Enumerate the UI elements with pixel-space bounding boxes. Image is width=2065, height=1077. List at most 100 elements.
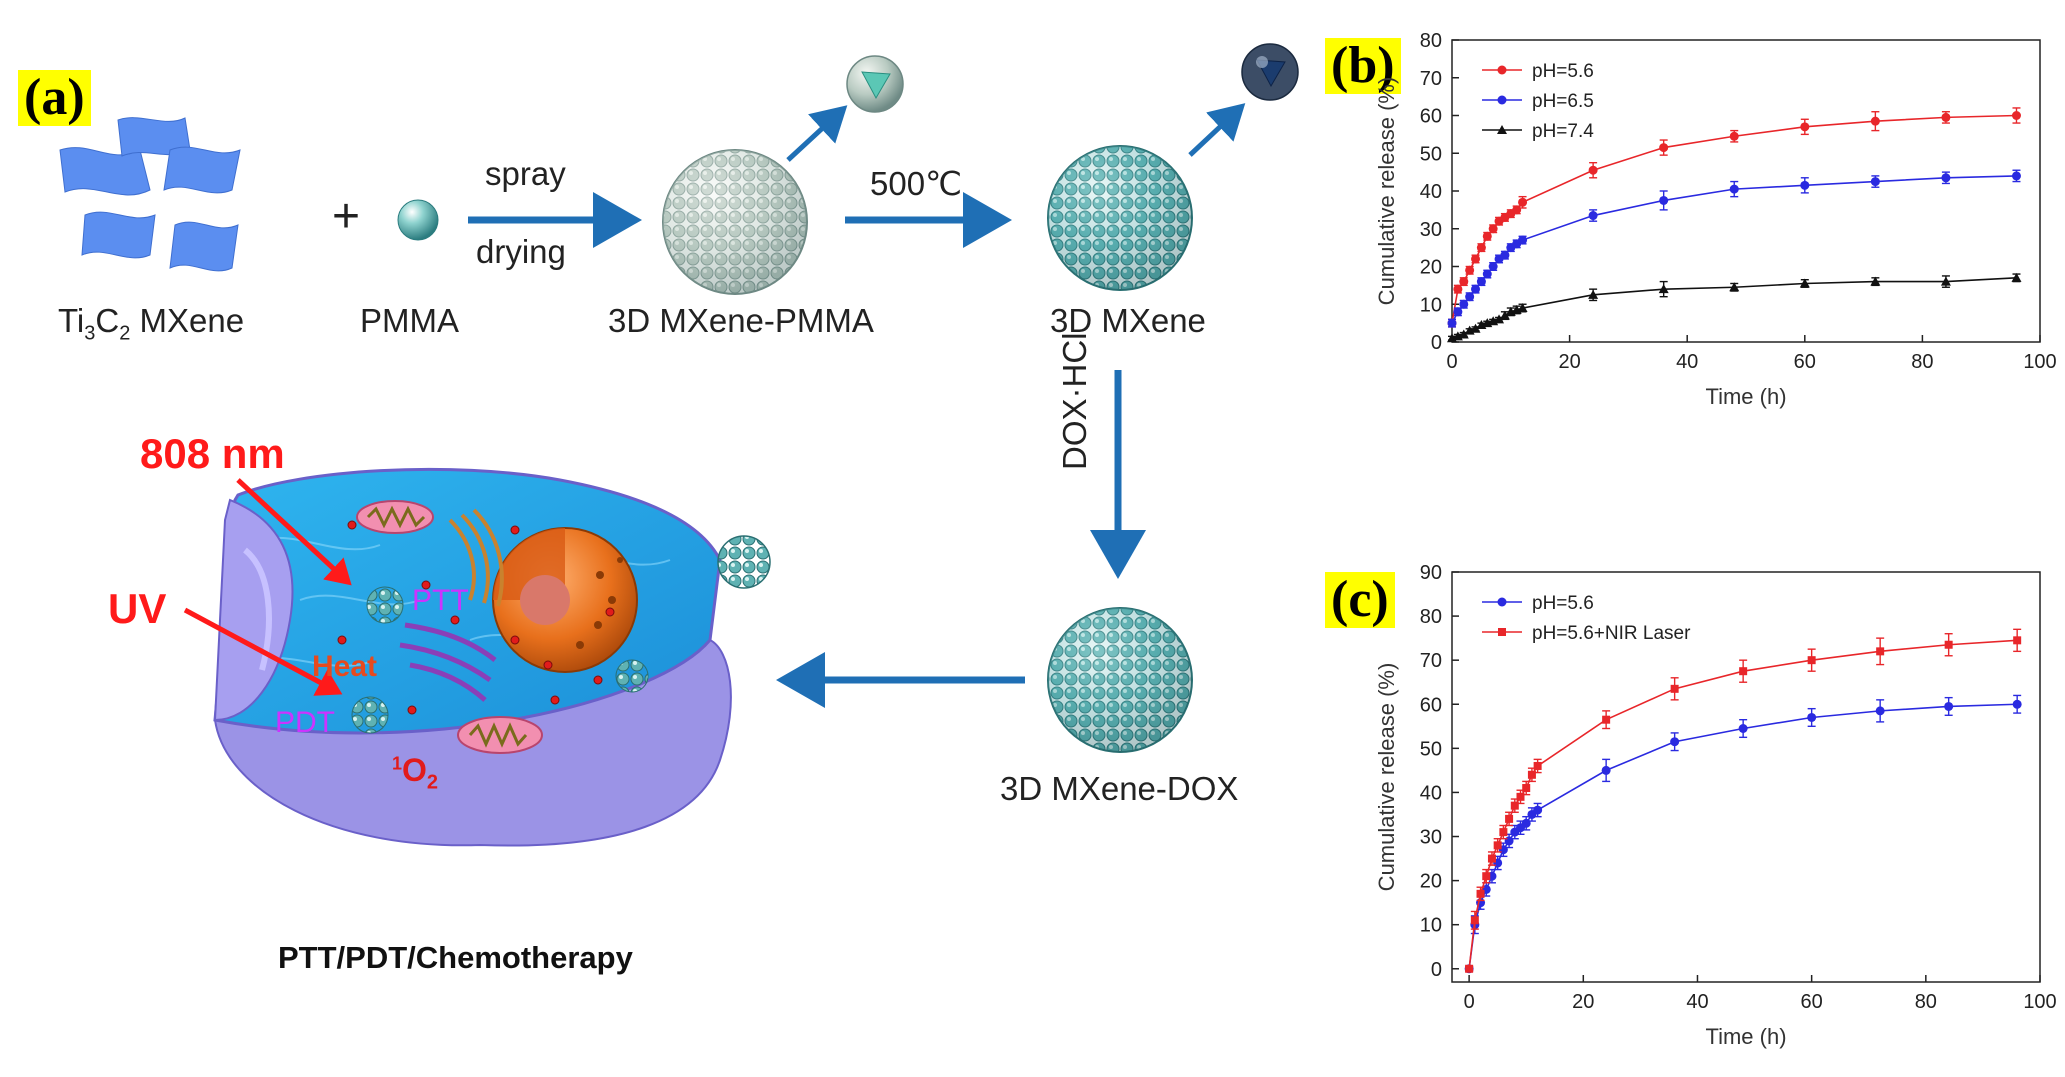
y-tick-label: 70	[1420, 650, 1442, 672]
data-point	[1799, 278, 1810, 288]
x-tick-label: 80	[1911, 351, 1933, 373]
mxene-sphere-icon	[1047, 145, 1193, 291]
data-point	[1670, 684, 1679, 693]
data-point	[1941, 173, 1951, 183]
data-point	[1739, 667, 1748, 676]
cancer-cell-illustration	[213, 467, 732, 847]
y-axis-title: Cumulative release (%)	[1374, 77, 1399, 306]
label-uv: UV	[108, 585, 167, 632]
plus-sign: +	[332, 190, 360, 243]
label-dox-hcl: DOX·HCl	[1056, 332, 1093, 471]
data-point	[1517, 303, 1528, 313]
data-point	[1738, 724, 1748, 734]
data-point	[1875, 706, 1885, 716]
data-point	[1459, 277, 1469, 287]
data-point	[1729, 282, 1740, 292]
data-point	[1453, 307, 1463, 317]
data-point	[1601, 765, 1611, 775]
data-point	[1500, 250, 1510, 260]
data-point	[2011, 111, 2021, 120]
data-point	[1527, 770, 1536, 779]
y-tick-label: 20	[1420, 257, 1442, 279]
uv-arrow	[183, 607, 343, 696]
series-line	[1468, 639, 2018, 969]
x-tick-label: 0	[1464, 991, 1475, 1013]
data-point	[1522, 784, 1531, 793]
series-line	[1451, 175, 2017, 324]
y-tick-label: 20	[1420, 871, 1442, 893]
data-point	[1807, 656, 1816, 665]
label-singlet-oxygen: 1O2	[392, 752, 439, 794]
data-point	[1659, 195, 1669, 205]
golgi-icon	[448, 508, 504, 607]
legend-label: pH=7.4	[1532, 121, 1594, 142]
x-tick-label: 40	[1686, 991, 1708, 1013]
label-808nm: 808 nm	[140, 430, 285, 477]
data-point	[1510, 801, 1519, 810]
data-point	[1482, 872, 1491, 881]
data-point	[1482, 269, 1492, 279]
data-point	[1516, 792, 1525, 801]
y-tick-label: 40	[1420, 181, 1442, 203]
y-tick-label: 40	[1420, 782, 1442, 804]
data-point	[1940, 276, 1951, 286]
x-tick-label: 100	[2023, 351, 2056, 373]
plot-frame	[1451, 571, 2041, 983]
data-point	[1659, 143, 1669, 153]
series-0	[1464, 694, 2022, 974]
data-point	[1512, 205, 1522, 215]
x-tick-label: 80	[1915, 991, 1937, 1013]
label-500c: 500℃	[870, 165, 963, 202]
mxene-sheets-icon	[59, 117, 241, 272]
y-axis-title: Cumulative release (%)	[1374, 663, 1399, 892]
x-axis-title: Time (h)	[1705, 1024, 1786, 1049]
legend-label: pH=6.5	[1532, 91, 1594, 112]
label-3d-mxene-dox: 3D MXene-DOX	[1000, 770, 1239, 807]
y-tick-label: 0	[1431, 959, 1442, 981]
plot-frame	[1451, 39, 2041, 343]
data-point	[1870, 276, 1881, 286]
data-point	[1482, 231, 1492, 241]
legend-label: pH=5.6	[1532, 593, 1594, 614]
data-point	[1870, 116, 1880, 126]
data-point	[1499, 310, 1510, 320]
legend-entry: pH=7.4	[1482, 121, 1594, 142]
legend-label: pH=5.6+NIR Laser	[1532, 623, 1691, 644]
data-point	[1470, 323, 1481, 333]
x-tick-label: 60	[1801, 991, 1823, 1013]
data-point	[1488, 224, 1498, 234]
data-point	[2012, 699, 2022, 709]
data-point	[1471, 284, 1481, 294]
data-point	[1465, 964, 1474, 973]
mitochondrion-icon	[356, 500, 434, 534]
legend-entry: pH=6.5	[1482, 91, 1594, 112]
pmma-sphere-icon	[397, 199, 439, 241]
y-tick-label: 10	[1420, 294, 1442, 316]
series-1	[1465, 628, 2022, 973]
data-point	[1941, 112, 1951, 122]
data-point	[1476, 889, 1485, 898]
label-ptt: PTT	[412, 584, 469, 617]
y-tick-label: 30	[1420, 219, 1442, 241]
label-pmma: PMMA	[360, 302, 459, 339]
laser-808-arrow	[236, 478, 352, 586]
data-point	[1476, 277, 1486, 287]
mxene-dox-sphere-icon	[1047, 607, 1193, 753]
x-tick-label: 20	[1558, 351, 1580, 373]
label-3d-mxene-pmma: 3D MXene-PMMA	[608, 302, 874, 339]
er-icon	[399, 622, 497, 702]
y-tick-label: 90	[1420, 562, 1442, 584]
data-point	[1521, 818, 1531, 828]
data-point	[1944, 701, 1954, 711]
data-point	[1504, 836, 1514, 846]
data-point	[1465, 265, 1475, 275]
data-point	[1459, 299, 1469, 309]
legend-label: pH=5.6	[1532, 61, 1594, 82]
data-point	[1588, 211, 1598, 221]
x-tick-label: 0	[1446, 351, 1457, 373]
x-axis-title: Time (h)	[1705, 384, 1786, 409]
data-point	[1533, 761, 1542, 770]
data-point	[1487, 854, 1496, 863]
series-line	[1451, 114, 2017, 324]
